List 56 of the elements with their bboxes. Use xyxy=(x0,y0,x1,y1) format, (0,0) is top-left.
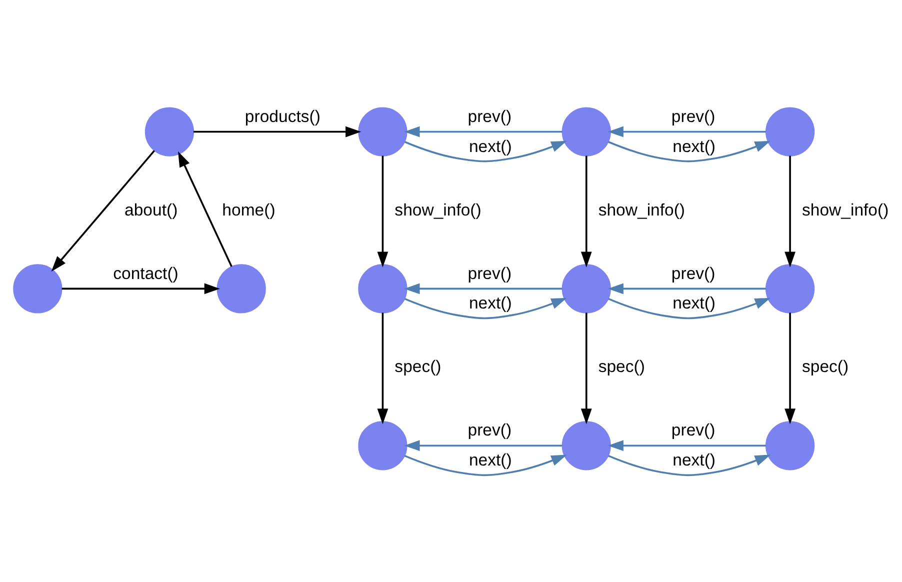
edge-label: show_info() xyxy=(802,200,889,219)
edge-label: next() xyxy=(468,450,512,470)
edge-label: prev() xyxy=(671,420,716,440)
node-circle xyxy=(358,420,408,470)
edge-label: next() xyxy=(672,450,716,470)
arrow xyxy=(404,440,562,451)
edge-label: about() xyxy=(124,200,178,219)
arrow xyxy=(404,140,567,162)
edge-label: show_info() xyxy=(598,200,686,219)
arrow xyxy=(377,155,388,267)
node-circle xyxy=(144,106,194,156)
edge-label: spec() xyxy=(598,356,645,376)
node-circle xyxy=(765,420,815,470)
edge-label: show_info() xyxy=(394,200,482,219)
node-circle xyxy=(358,106,408,156)
arrow xyxy=(404,297,567,319)
edge-label: next() xyxy=(672,136,716,156)
edge-label: next() xyxy=(468,136,512,156)
edge-label: contact() xyxy=(113,263,178,282)
arrow xyxy=(62,282,220,294)
arrow xyxy=(608,282,766,294)
arrow xyxy=(404,282,562,294)
edge-label: products() xyxy=(244,106,320,126)
arrow xyxy=(608,140,771,162)
arrow xyxy=(784,155,796,267)
arrow xyxy=(608,454,771,476)
node-circle xyxy=(216,264,266,313)
arrow xyxy=(404,454,567,476)
arrow xyxy=(51,150,156,272)
node-circle xyxy=(562,420,611,470)
arrow xyxy=(377,312,388,424)
edge-label: prev() xyxy=(468,263,512,282)
arrow xyxy=(608,297,771,319)
node-circle xyxy=(562,264,611,313)
node-circle xyxy=(765,106,815,156)
arrow xyxy=(178,150,232,266)
edge-label: home() xyxy=(222,200,276,219)
edge-label: next() xyxy=(468,293,512,312)
edge-label: prev() xyxy=(671,106,716,126)
node-circle xyxy=(358,264,408,313)
arrow xyxy=(194,126,362,137)
edge-label: spec() xyxy=(802,356,849,376)
arrow xyxy=(580,155,592,267)
node-circle xyxy=(13,264,62,313)
arrow xyxy=(608,440,766,451)
edge-label: next() xyxy=(672,293,716,312)
node-circle xyxy=(562,106,611,156)
edge-label: spec() xyxy=(394,356,442,376)
arrow xyxy=(608,126,766,137)
edge-label: prev() xyxy=(468,106,512,126)
arrow xyxy=(580,312,592,424)
arrow xyxy=(404,126,562,137)
node-circle xyxy=(765,264,815,313)
edge-label: prev() xyxy=(468,420,512,440)
arrow xyxy=(784,312,796,424)
edge-label: prev() xyxy=(671,263,716,282)
